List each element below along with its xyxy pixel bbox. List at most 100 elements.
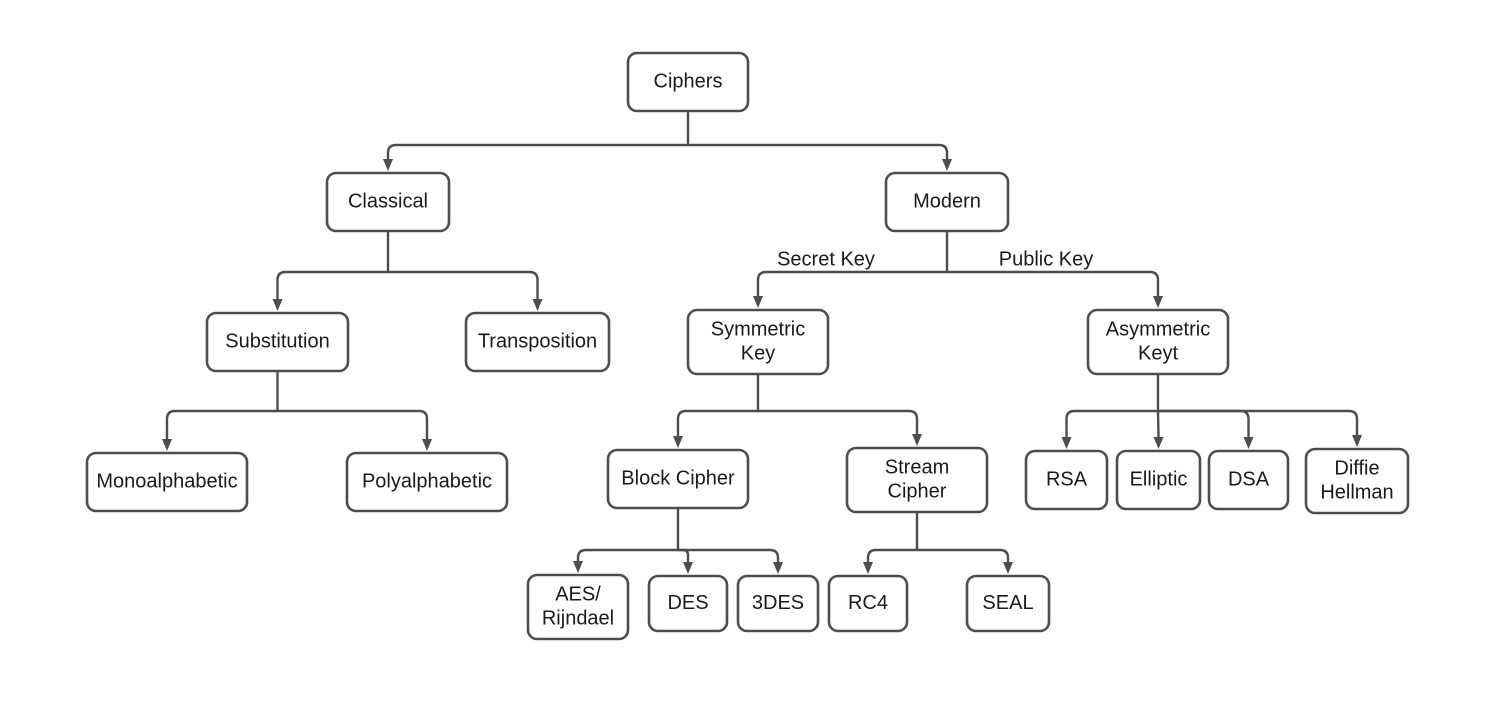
node-modern[interactable]: Modern [884, 171, 1010, 233]
arrowhead-symmetric-stream-cipher [912, 434, 922, 446]
edge-elbow-modern-asymmetric [947, 270, 1160, 296]
edge-elbow-ciphers-modern [688, 143, 949, 159]
node-rsa[interactable]: RSA [1024, 449, 1109, 511]
arrowhead-block-cipher-3des [773, 562, 783, 574]
node-label-3des: 3DES [752, 592, 804, 614]
node-label-seal: SEAL [982, 592, 1033, 614]
node-label-modern: Modern [913, 190, 981, 212]
edge-elbow-ciphers-classical [386, 143, 688, 159]
node-label-asymmetric: Asymmetric [1106, 318, 1210, 340]
node-label-diffie-hellman: Diffie [1334, 457, 1379, 479]
node-box-rsa[interactable] [1024, 449, 1109, 511]
node-box-seal[interactable] [965, 574, 1051, 633]
node-box-symmetric[interactable] [686, 308, 830, 376]
edge-elbow-substitution-polyalphabetic [277, 409, 429, 439]
node-box-diffie-hellman[interactable] [1304, 447, 1410, 515]
node-box-dsa[interactable] [1207, 449, 1290, 511]
node-label-block-cipher: Block Cipher [621, 467, 735, 489]
node-label-symmetric: Symmetric [711, 318, 805, 340]
node-box-modern[interactable] [884, 171, 1010, 233]
edge-elbow-block-cipher-des [678, 548, 690, 562]
node-elliptic[interactable]: Elliptic [1115, 449, 1202, 511]
node-des[interactable]: DES [647, 574, 729, 633]
node-label-asymmetric: Keyt [1138, 342, 1178, 364]
edge-elbow-stream-cipher-seal [917, 548, 1010, 562]
node-block-cipher[interactable]: Block Cipher [606, 448, 750, 510]
node-box-monoalphabetic[interactable] [85, 451, 249, 513]
edge-elbow-block-cipher-aes-rijndael [576, 548, 678, 561]
node-dsa[interactable]: DSA [1207, 449, 1290, 511]
arrowhead-asymmetric-dsa [1243, 437, 1254, 449]
node-monoalphabetic[interactable]: Monoalphabetic [85, 451, 249, 513]
node-box-asymmetric[interactable] [1086, 308, 1230, 376]
node-box-stream-cipher[interactable] [845, 446, 989, 514]
node-substitution[interactable]: Substitution [205, 311, 350, 373]
arrowhead-asymmetric-elliptic [1153, 437, 1164, 449]
node-label-stream-cipher: Cipher [888, 480, 947, 502]
node-ciphers[interactable]: Ciphers [626, 51, 750, 113]
node-seal[interactable]: SEAL [965, 574, 1051, 633]
edge-label-e-modern-asymmetric: Public Key [999, 248, 1094, 270]
arrowhead-ciphers-classical [383, 159, 393, 171]
arrowhead-substitution-monoalphabetic [162, 439, 172, 451]
arrowhead-modern-asymmetric [1153, 296, 1163, 308]
node-label-aes-rijndael: Rijndael [542, 607, 614, 629]
edge-elbow-modern-symmetric [756, 270, 947, 296]
node-label-symmetric: Key [741, 342, 775, 364]
arrowhead-block-cipher-des [683, 562, 693, 574]
edge-elbow-block-cipher-3des [678, 548, 780, 562]
arrowhead-substitution-polyalphabetic [422, 439, 432, 451]
edge-elbow-substitution-monoalphabetic [165, 409, 278, 439]
node-label-stream-cipher: Stream [885, 456, 949, 478]
node-box-rc4[interactable] [827, 574, 909, 633]
edge-elbow-asymmetric-diffie-hellman [1158, 409, 1359, 435]
arrowhead-classical-substitution [272, 299, 283, 311]
node-label-elliptic: Elliptic [1130, 468, 1188, 490]
node-3des[interactable]: 3DES [736, 574, 820, 633]
node-label-polyalphabetic: Polyalphabetic [362, 470, 492, 492]
edge-elbow-asymmetric-dsa [1158, 409, 1250, 437]
node-classical[interactable]: Classical [325, 171, 451, 233]
node-transposition[interactable]: Transposition [464, 311, 611, 373]
node-label-diffie-hellman: Hellman [1320, 481, 1393, 503]
node-box-ciphers[interactable] [626, 51, 750, 113]
node-box-polyalphabetic[interactable] [345, 451, 509, 513]
edge-elbow-asymmetric-rsa [1065, 409, 1158, 437]
node-aes-rijndael[interactable]: AES/Rijndael [526, 573, 630, 641]
node-rc4[interactable]: RC4 [827, 574, 909, 633]
node-box-block-cipher[interactable] [606, 448, 750, 510]
edge-elbow-classical-substitution [276, 270, 388, 299]
node-box-aes-rijndael[interactable] [526, 573, 630, 641]
node-label-transposition: Transposition [478, 330, 597, 352]
arrowhead-block-cipher-aes-rijndael [573, 561, 583, 573]
node-label-des: DES [667, 592, 708, 614]
node-label-classical: Classical [348, 190, 428, 212]
arrowhead-symmetric-block-cipher [673, 436, 683, 448]
arrowhead-stream-cipher-rc4 [863, 562, 873, 574]
node-box-elliptic[interactable] [1115, 449, 1202, 511]
arrowhead-ciphers-modern [942, 159, 952, 171]
node-box-substitution[interactable] [205, 311, 350, 373]
arrowhead-modern-symmetric [753, 296, 763, 308]
node-box-classical[interactable] [325, 171, 451, 233]
node-polyalphabetic[interactable]: Polyalphabetic [345, 451, 509, 513]
node-box-3des[interactable] [736, 574, 820, 633]
arrowhead-classical-transposition [532, 299, 543, 311]
edge-elbow-symmetric-block-cipher [676, 409, 758, 436]
node-box-transposition[interactable] [464, 311, 611, 373]
arrowhead-stream-cipher-seal [1003, 562, 1013, 574]
node-box-des[interactable] [647, 574, 729, 633]
node-label-dsa: DSA [1228, 468, 1270, 490]
edge-elbow-symmetric-stream-cipher [758, 409, 919, 434]
edge-drop-asymmetric-elliptic [1156, 410, 1160, 438]
node-label-monoalphabetic: Monoalphabetic [96, 470, 237, 492]
node-label-ciphers: Ciphers [654, 70, 723, 92]
